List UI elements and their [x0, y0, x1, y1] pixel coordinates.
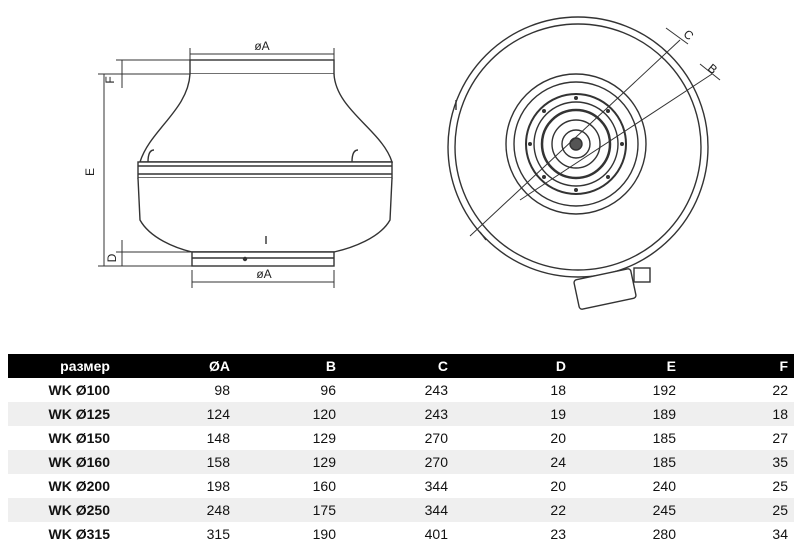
side-view: [137, 59, 393, 267]
cell-c: 344: [342, 498, 454, 522]
cell-b: 96: [320, 382, 336, 398]
cell-d: 18: [550, 382, 566, 398]
cell-f: 18: [682, 402, 794, 426]
label-d: D: [105, 253, 119, 262]
header-f: F: [682, 354, 794, 378]
label-b: B: [705, 61, 720, 77]
cell-f: 35: [682, 450, 794, 474]
cell-e: 185: [652, 430, 676, 446]
table-row: WK Ø100 98 96 243 18 192 22: [8, 378, 794, 402]
cell-b: 175: [236, 498, 342, 522]
cell-b: 120: [236, 402, 342, 426]
cell-d: 20: [550, 478, 566, 494]
header-d: D: [454, 354, 572, 378]
cell-d: 22: [454, 498, 572, 522]
cell-f: 34: [772, 526, 788, 542]
cell-e: 189: [572, 402, 682, 426]
table-row: WK Ø150 148 129 270 20 185 27: [8, 426, 794, 450]
table-row: WK Ø200 198 160 344 20 240 25: [8, 474, 794, 498]
cell-a: 315: [206, 526, 230, 542]
label-f: F: [103, 76, 117, 83]
cell-d: 24: [454, 450, 572, 474]
cell-model: WK Ø100: [48, 382, 110, 398]
header-e: E: [572, 354, 682, 378]
fan-diagram: øA øA E F D: [83, 16, 721, 310]
cell-model: WK Ø315: [48, 526, 110, 542]
cell-b: 129: [312, 430, 336, 446]
cell-d: 19: [454, 402, 572, 426]
cell-e: 185: [572, 450, 682, 474]
header-size: размер: [8, 354, 118, 378]
cell-e: 245: [572, 498, 682, 522]
header-a: ØA: [118, 354, 236, 378]
cell-a: 158: [118, 450, 236, 474]
cell-c: 344: [424, 478, 448, 494]
header-c: C: [342, 354, 454, 378]
dimensions-table: размер ØA B C D E F WK Ø100 98 96 243 18…: [8, 354, 794, 546]
table-row: WK Ø250 248 175 344 22 245 25: [8, 498, 794, 522]
label-e: E: [83, 168, 97, 176]
cell-model: WK Ø150: [48, 430, 110, 446]
cell-a: 198: [206, 478, 230, 494]
cell-c: 270: [342, 450, 454, 474]
cell-e: 240: [652, 478, 676, 494]
cell-b: 190: [312, 526, 336, 542]
cell-a: 124: [118, 402, 236, 426]
cell-c: 243: [424, 382, 448, 398]
cell-b: 160: [312, 478, 336, 494]
cell-a: 98: [214, 382, 230, 398]
cell-e: 192: [652, 382, 676, 398]
cell-c: 243: [342, 402, 454, 426]
cell-f: 25: [772, 478, 788, 494]
cell-f: 22: [772, 382, 788, 398]
technical-drawing: øA øA E F D: [83, 16, 721, 310]
cell-f: 27: [772, 430, 788, 446]
cell-d: 23: [550, 526, 566, 542]
side-dimensions: [98, 48, 335, 288]
label-a-bottom: øA: [256, 267, 271, 281]
table-row: WK Ø315 315 190 401 23 280 34: [8, 522, 794, 546]
cell-c: 270: [424, 430, 448, 446]
cell-f: 25: [682, 498, 794, 522]
front-view: [447, 16, 709, 310]
cell-model: WK Ø250: [8, 498, 118, 522]
cell-c: 401: [424, 526, 448, 542]
table-row: WK Ø160 158 129 270 24 185 35: [8, 450, 794, 474]
label-a-top: øA: [254, 39, 269, 53]
cell-model: WK Ø200: [48, 478, 110, 494]
table-row: WK Ø125 124 120 243 19 189 18: [8, 402, 794, 426]
cell-a: 148: [206, 430, 230, 446]
front-dimensions: [469, 27, 721, 237]
cell-e: 280: [652, 526, 676, 542]
header-b: B: [236, 354, 342, 378]
cell-model: WK Ø160: [8, 450, 118, 474]
cell-b: 129: [236, 450, 342, 474]
table-header-row: размер ØA B C D E F: [8, 354, 794, 378]
cell-model: WK Ø125: [8, 402, 118, 426]
cell-a: 248: [118, 498, 236, 522]
cell-d: 20: [550, 430, 566, 446]
bolt-holes: [528, 96, 624, 192]
